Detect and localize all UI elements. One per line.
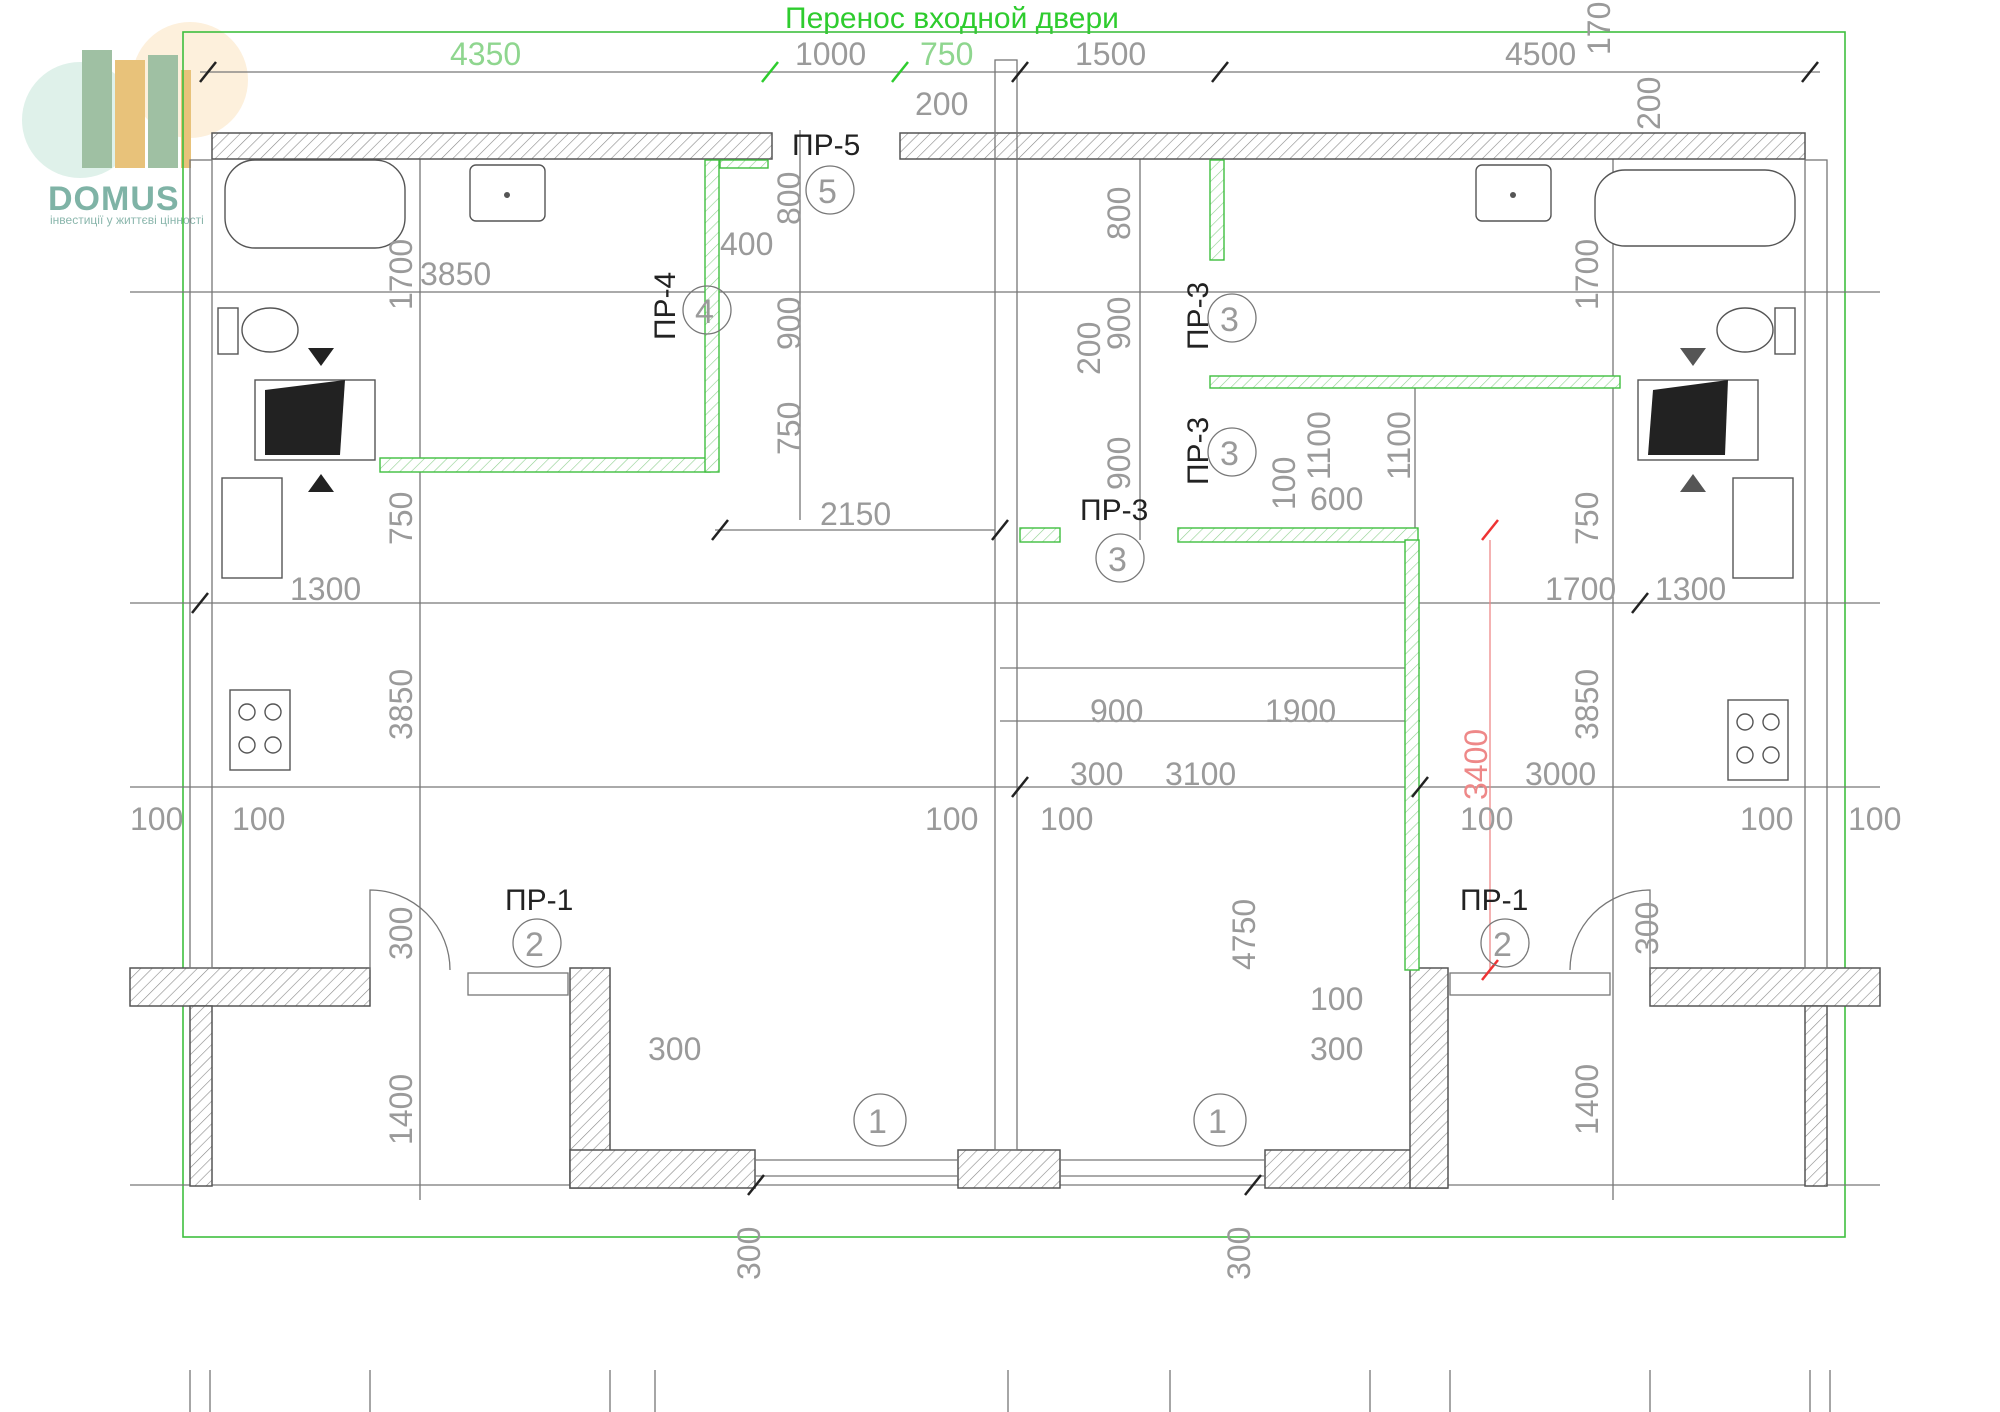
building-icon [82, 50, 191, 168]
exterior-walls [129, 59, 1881, 1189]
plan-title: Перенос входной двери [785, 2, 1119, 35]
dim-label: 800 [1101, 187, 1137, 240]
sink-icon [469, 164, 1552, 222]
changes-boundary [182, 31, 1846, 1238]
opening-labels: ПР-5 ПР-4 ПР-3 ПР-3 ПР-3 ПР-1 ПР-1 [505, 129, 1528, 917]
dim-label: 750 [1569, 492, 1605, 545]
opening-label: ПР-1 [1460, 884, 1528, 917]
dim-label: 200 [1071, 322, 1107, 375]
dimension-ticks [191, 61, 1819, 1196]
numbered-markers: 5 4 3 3 3 2 2 1 1 [512, 165, 1530, 1147]
toilet-icon [217, 307, 1796, 355]
dim-label: 1400 [1569, 1064, 1605, 1135]
dim-label: 3850 [420, 256, 491, 292]
dim-label: 100 [1266, 457, 1302, 510]
dim-label: 1500 [1075, 36, 1146, 72]
stove-icon [229, 689, 1789, 781]
dim-label: 1300 [1655, 571, 1726, 607]
marker-number: 3 [1220, 435, 1239, 473]
dim-label: 1700 [1569, 239, 1605, 310]
shaft-arrow-icon [1680, 474, 1706, 492]
dim-label: 170 [1581, 2, 1617, 55]
dim-label: 4750 [1226, 899, 1262, 970]
dim-label: 3850 [383, 669, 419, 740]
dim-label: 600 [1310, 481, 1363, 517]
dim-label: 1700 [383, 239, 419, 310]
dim-label: 300 [1221, 1227, 1257, 1280]
marker-number: 2 [525, 926, 544, 964]
marker-number: 1 [868, 1103, 887, 1141]
kitchen-sink-icon [221, 477, 1794, 579]
dim-label: 3400 [1458, 729, 1494, 800]
dim-label: 1700 [1545, 571, 1616, 607]
logo-brand: DOMUS [48, 180, 180, 218]
dim-label: 400 [720, 226, 773, 262]
dim-label: 100 [130, 801, 183, 837]
modified-partitions [379, 159, 1621, 971]
dim-label: 750 [920, 36, 973, 72]
opening-label: ПР-3 [1080, 494, 1148, 527]
dim-label: 100 [1040, 801, 1093, 837]
dim-label: 900 [1101, 437, 1137, 490]
dim-label: 800 [771, 172, 807, 225]
dim-label: 100 [1310, 981, 1363, 1017]
marker-number: 4 [695, 293, 714, 331]
marker-number: 5 [818, 173, 837, 211]
dim-label: 3000 [1525, 756, 1596, 792]
dim-label: 300 [1310, 1031, 1363, 1067]
dim-label: 4350 [450, 36, 521, 72]
dim-label: 3100 [1165, 756, 1236, 792]
dim-label: 4500 [1505, 36, 1576, 72]
ventilation-shafts [254, 348, 1759, 492]
dim-label: 100 [1848, 801, 1901, 837]
opening-label: ПР-3 [1182, 417, 1215, 485]
dim-label: 300 [383, 907, 419, 960]
shaft-arrow-icon [1680, 348, 1706, 366]
dim-label: 1400 [383, 1074, 419, 1145]
marker-number: 2 [1493, 926, 1512, 964]
opening-label: ПР-5 [792, 129, 860, 162]
dim-label: 100 [232, 801, 285, 837]
domus-logo: DOMUS інвестиції у життєві цінності [22, 22, 248, 227]
dim-label: 1300 [290, 571, 361, 607]
marker-number: 3 [1220, 301, 1239, 339]
dim-label: 1100 [1381, 411, 1417, 480]
dim-label: 100 [1740, 801, 1793, 837]
dim-label: 750 [383, 492, 419, 545]
dim-label: 2150 [820, 496, 891, 532]
shaft-arrow-icon [308, 348, 334, 366]
dim-label: 200 [915, 86, 968, 122]
dim-label: 300 [731, 1227, 767, 1280]
bathtub-icon [224, 159, 1796, 249]
grid-axes [189, 1370, 1831, 1412]
dim-label: 900 [771, 297, 807, 350]
dim-label: 1100 [1301, 411, 1337, 480]
dimension-labels: 4350 1000 750 1500 4500 170 200 200 3850… [130, 2, 1901, 1280]
windows [467, 972, 1611, 1177]
dim-label: 900 [1101, 297, 1137, 350]
dim-label: 300 [648, 1031, 701, 1067]
logo-tagline: інвестиції у життєві цінності [50, 213, 204, 227]
dim-label: 200 [1631, 77, 1667, 130]
marker-number: 1 [1208, 1103, 1227, 1141]
opening-label: ПР-1 [505, 884, 573, 917]
dim-label: 750 [771, 402, 807, 455]
shaft-arrow-icon [308, 474, 334, 492]
dim-label: 1000 [795, 36, 866, 72]
marker-number: 3 [1108, 541, 1127, 579]
opening-label: ПР-3 [1182, 282, 1215, 350]
dim-label: 300 [1070, 756, 1123, 792]
dim-label: 300 [1629, 902, 1665, 955]
dim-label: 900 [1090, 693, 1143, 729]
opening-label: ПР-4 [649, 272, 682, 340]
dimension-lines [130, 71, 1880, 1200]
dim-label: 3850 [1569, 669, 1605, 740]
dim-label: 1900 [1265, 693, 1336, 729]
door-swings [369, 889, 1651, 971]
dim-label: 100 [1460, 801, 1513, 837]
dim-label: 100 [925, 801, 978, 837]
